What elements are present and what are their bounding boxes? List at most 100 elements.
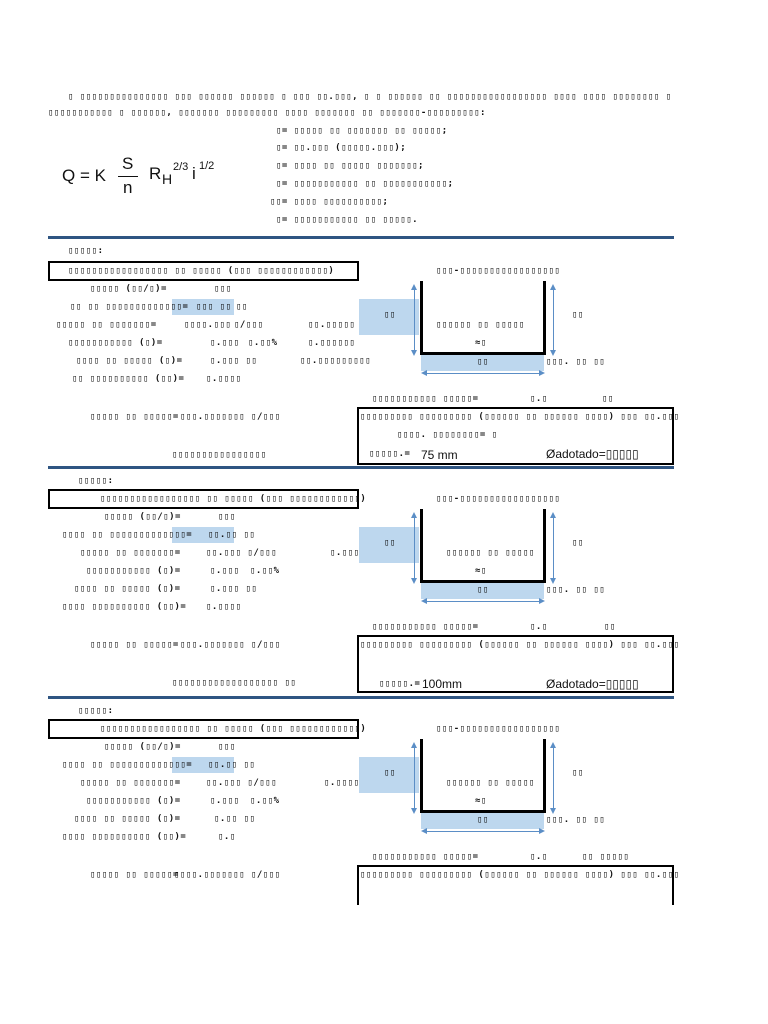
s3-row-6-label: ▯▯▯▯ ▯▯▯▯▯▯▯▯▯▯ (▯▯)= xyxy=(62,832,187,842)
formula-fraction-bar xyxy=(118,176,138,177)
section-3-highlight xyxy=(172,757,234,773)
s2-calc-label: ▯▯▯▯▯▯▯▯▯▯▯ ▯▯▯▯▯= xyxy=(372,622,479,632)
s3-row-3-extra: ▯.▯▯▯▯▯ xyxy=(324,778,366,788)
s1-row-2-unit: ▯▯ xyxy=(236,302,248,312)
formula-r: R xyxy=(149,164,162,183)
s2-row-3-label: ▯▯▯▯▯ ▯▯ ▯▯▯▯▯▯▯= xyxy=(80,548,181,558)
s1-diagram-bottom-right: ▯▯▯. ▯▯ ▯▯ xyxy=(546,357,606,367)
definition-1: ▯= ▯▯▯▯▯ ▯▯ ▯▯▯▯▯▯▯ ▯▯ ▯▯▯▯▯; xyxy=(276,126,448,136)
s1-depth-arrow-line xyxy=(414,288,415,352)
section-1-label: ▯▯▯▯▯: xyxy=(68,246,104,256)
s1-width-arrow-line xyxy=(426,373,540,374)
s2-row-5-label: ▯▯▯▯ ▯▯ ▯▯▯▯▯ (▯)= xyxy=(74,584,181,594)
s1-row-4-extra: ▯.▯▯▯▯▯▯ xyxy=(308,338,356,348)
section-2-label: ▯▯▯▯▯: xyxy=(78,476,114,486)
s3-diagram-right-tag: ▯▯ xyxy=(572,768,584,778)
s1-diagram-title: ▯▯▯-▯▯▯▯▯▯▯▯▯▯▯▯▯▯▯▯▯ xyxy=(436,266,561,276)
s2-result-box: ▯▯▯▯▯▯▯▯▯ ▯▯▯▯▯▯▯▯▯ (▯▯▯▯▯▯ ▯▯ ▯▯▯▯▯▯ ▯▯… xyxy=(357,635,679,693)
section-2-title: ▯▯▯▯▯▯▯▯▯▯▯▯▯▯▯▯▯ ▯▯ ▯▯▯▯▯ (▯▯▯ ▯▯▯▯▯▯▯▯… xyxy=(100,494,367,504)
s1-row-4-label: ▯▯▯▯▯▯▯▯▯▯▯ (▯)= xyxy=(68,338,163,348)
s2-diagram-right-tag: ▯▯ xyxy=(572,538,584,548)
s2-diameter-value: 100mm xyxy=(422,677,463,691)
s2-depth-arrow-line xyxy=(414,516,415,580)
formula-exp-2-3: 2/3 xyxy=(173,161,189,173)
s2-row-3-value: ▯▯.▯▯▯ ▯/▯▯▯ xyxy=(206,548,278,558)
section-3-label: ▯▯▯▯▯: xyxy=(78,706,114,716)
s1-adotado: Øadotado=▯▯▯▯▯ xyxy=(546,447,639,461)
s1-row-3-unit: ▯/▯▯▯ xyxy=(234,320,264,330)
s1-calc-label: ▯▯▯▯▯▯▯▯▯▯▯ ▯▯▯▯▯= xyxy=(372,394,479,404)
s2-row-2-value[interactable]: ▯▯.▯▯ ▯▯ xyxy=(208,530,256,540)
intro-line-2: ▯▯▯▯▯▯▯▯▯▯▯ ▯ ▯▯▯▯▯▯, ▯▯▯▯▯▯▯ ▯▯▯▯▯▯▯▯▯ … xyxy=(48,108,486,118)
s3-diagram-bottom-right: ▯▯▯. ▯▯ ▯▯ xyxy=(546,815,606,825)
section-divider-2 xyxy=(48,466,674,469)
section-3-title: ▯▯▯▯▯▯▯▯▯▯▯▯▯▯▯▯▯ ▯▯ ▯▯▯▯▯ (▯▯▯ ▯▯▯▯▯▯▯▯… xyxy=(100,724,367,734)
s3-width-arrow-line xyxy=(426,831,540,832)
s3-row-2-value[interactable]: ▯▯.▯▯ ▯▯ xyxy=(208,760,256,770)
s2-depth-arrow-down-icon xyxy=(411,578,417,584)
s3-width-arrow-right-icon xyxy=(539,828,545,834)
s2-diagram-bottom-cell xyxy=(421,583,544,599)
definition-2: ▯= ▯▯.▯▯▯ (▯▯▯▯▯.▯▯▯); xyxy=(276,143,407,153)
s1-depth-arrow-down-icon xyxy=(411,350,417,356)
s2-width-arrow-right-icon xyxy=(539,598,545,604)
s3-calc-unit: ▯▯ ▯▯▯▯▯ xyxy=(582,852,630,862)
s3-row-4-label: ▯▯▯▯▯▯▯▯▯▯▯ (▯)= xyxy=(86,796,181,806)
s3-row-1-value: ▯▯▯ xyxy=(218,742,236,752)
s2-velocity-value: ▯▯▯.▯▯▯▯▯▯▯ ▯/▯▯▯ xyxy=(180,640,281,650)
s3-row-1-label: ▯▯▯▯▯ (▯▯/▯)= xyxy=(104,742,181,752)
s2-channel-bottom xyxy=(420,580,546,583)
s3-depth-arrow-up-icon xyxy=(411,742,417,748)
s3-row-6-value: ▯.▯ xyxy=(218,832,236,842)
s2-width-arrow-left-icon xyxy=(421,598,427,604)
s3-result-box: ▯▯▯▯▯▯▯▯▯ ▯▯▯▯▯▯▯▯▯ (▯▯▯▯▯▯ ▯▯ ▯▯▯▯▯▯ ▯▯… xyxy=(357,865,679,905)
s2-height-arrow-up-icon xyxy=(550,512,556,518)
s3-velocity-value: ▯▯▯▯.▯▯▯▯▯▯▯ ▯/▯▯▯ xyxy=(174,870,281,880)
s2-calc-unit: ▯▯ xyxy=(604,622,616,632)
s3-channel-left-wall xyxy=(420,739,423,813)
s3-row-2-label: ▯▯▯▯ ▯▯ ▯▯▯▯▯▯▯▯▯▯▯▯▯= xyxy=(62,760,193,770)
s1-row-5-extra: ▯▯.▯▯▯▯▯▯▯▯▯ xyxy=(300,356,372,366)
s3-height-arrow-down-icon xyxy=(550,808,556,814)
section-1-title-box: ▯▯▯▯▯▯▯▯▯▯▯▯▯▯▯▯▯ ▯▯ ▯▯▯▯▯ (▯▯▯ ▯▯▯▯▯▯▯▯… xyxy=(48,261,359,281)
s2-row-1-label: ▯▯▯▯▯ (▯▯/▯)= xyxy=(104,512,181,522)
section-divider-1 xyxy=(48,236,674,239)
s1-footer-left: ▯▯▯▯▯▯▯▯▯▯▯▯▯▯▯▯ xyxy=(172,450,267,460)
s1-diagram-bottom-tag: ▯▯ xyxy=(477,357,489,367)
formula-s: S xyxy=(122,154,134,173)
s1-row-5-label: ▯▯▯▯ ▯▯ ▯▯▯▯▯ (▯)= xyxy=(76,356,183,366)
s1-height-arrow-up-icon xyxy=(550,284,556,290)
s2-diagram-bottom-right: ▯▯▯. ▯▯ ▯▯ xyxy=(546,585,606,595)
s1-row-2-value[interactable]: ▯▯▯ ▯▯ xyxy=(196,302,232,312)
s2-row-4-percent: ▯.▯▯% xyxy=(250,566,280,576)
s1-width-arrow-right-icon xyxy=(539,370,545,376)
s1-result-line-1: ▯▯▯▯▯▯▯▯▯ ▯▯▯▯▯▯▯▯▯ (▯▯▯▯▯▯ ▯▯ ▯▯▯▯▯▯ ▯▯… xyxy=(360,412,680,422)
s2-row-6-label: ▯▯▯▯ ▯▯▯▯▯▯▯▯▯▯ (▯▯)= xyxy=(62,602,187,612)
s2-row-5-value: ▯.▯▯▯ ▯▯ xyxy=(210,584,258,594)
s1-row-3-value: ▯▯▯▯.▯▯▯ xyxy=(184,320,232,330)
s1-velocity-label: ▯▯▯▯▯ ▯▯ ▯▯▯▯▯= xyxy=(90,412,179,422)
s1-diagram-left-cell xyxy=(359,299,419,335)
s1-calc-value: ▯.▯ xyxy=(530,394,548,404)
section-1-highlight xyxy=(172,299,234,315)
s1-diagram-left-tag: ▯▯ xyxy=(384,310,396,320)
s2-velocity-label: ▯▯▯▯▯ ▯▯ ▯▯▯▯▯= xyxy=(90,640,179,650)
formula-exp-1-2: 1/2 xyxy=(199,160,215,172)
s2-depth-arrow-up-icon xyxy=(411,512,417,518)
s3-diagram-bottom-cell xyxy=(421,813,544,829)
section-2-title-box: ▯▯▯▯▯▯▯▯▯▯▯▯▯▯▯▯▯ ▯▯ ▯▯▯▯▯ (▯▯▯ ▯▯▯▯▯▯▯▯… xyxy=(48,489,366,509)
s3-height-arrow-up-icon xyxy=(550,742,556,748)
s1-diagram-right-tag: ▯▯ xyxy=(572,310,584,320)
s2-height-arrow-down-icon xyxy=(550,578,556,584)
s1-channel-left-wall xyxy=(420,281,423,355)
s1-result-box: ▯▯▯▯▯▯▯▯▯ ▯▯▯▯▯▯▯▯▯ (▯▯▯▯▯▯ ▯▯ ▯▯▯▯▯▯ ▯▯… xyxy=(357,407,679,465)
s1-row-6-value: ▯.▯▯▯▯ xyxy=(206,374,242,384)
s1-row-4-percent: ▯.▯▯% xyxy=(248,338,278,348)
s1-depth-arrow-up-icon xyxy=(411,284,417,290)
formula-i: i xyxy=(192,164,196,183)
s1-row-3-extra: ▯▯.▯▯▯▯▯ xyxy=(308,320,356,330)
s2-adotado: Øadotado=▯▯▯▯▯ xyxy=(546,677,639,691)
s2-row-2-label: ▯▯▯▯ ▯▯ ▯▯▯▯▯▯▯▯▯▯▯▯▯= xyxy=(62,530,193,540)
s3-diagram-title: ▯▯▯-▯▯▯▯▯▯▯▯▯▯▯▯▯▯▯▯▯ xyxy=(436,724,561,734)
s2-result-line-1: ▯▯▯▯▯▯▯▯▯ ▯▯▯▯▯▯▯▯▯ (▯▯▯▯▯▯ ▯▯ ▯▯▯▯▯▯ ▯▯… xyxy=(360,640,680,650)
